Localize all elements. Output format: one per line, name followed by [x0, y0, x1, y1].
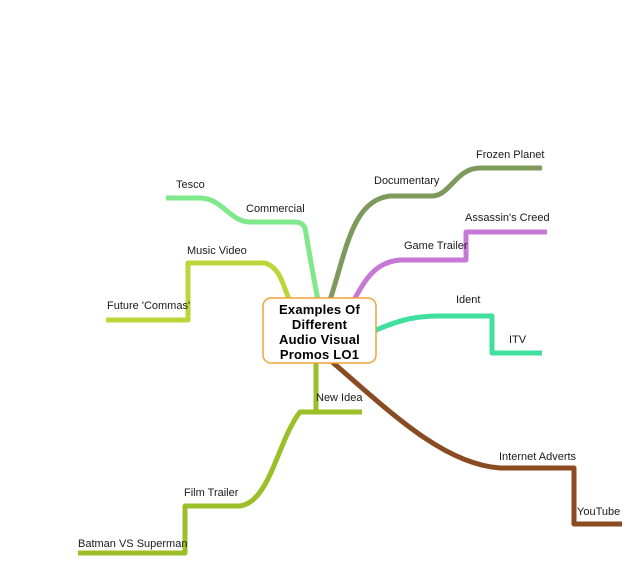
topic-youtube[interactable]: YouTube [577, 506, 620, 518]
topic-tesco[interactable]: Tesco [176, 179, 205, 191]
branch-commercial [166, 195, 321, 301]
central-topic-box[interactable] [262, 297, 377, 364]
topic-batman-vs-superman[interactable]: Batman VS Superman [78, 538, 187, 550]
branch-music-video [106, 260, 293, 323]
topic-commercial[interactable]: Commercial [246, 203, 305, 215]
topic-future-commas[interactable]: Future 'Commas' [107, 300, 190, 312]
topic-game-trailer[interactable]: Game Trailer [404, 240, 468, 252]
topic-internet-adverts[interactable]: Internet Adverts [499, 451, 577, 463]
branch-ident [370, 313, 542, 356]
branch-documentary [327, 165, 542, 301]
topic-ident[interactable]: Ident [456, 294, 480, 306]
central-topic-line-1: Examples Of [279, 302, 360, 317]
topic-music-video[interactable]: Music Video [187, 245, 247, 257]
central-topic-line-4: Promos LO1 [280, 347, 359, 362]
topic-assassins-creed[interactable]: Assassin's Creed [465, 212, 550, 224]
topic-new-idea[interactable]: New Idea [316, 392, 363, 404]
topic-frozen-planet[interactable]: Frozen Planet [476, 149, 544, 161]
branch-internet-adverts [328, 358, 622, 527]
topic-film-trailer[interactable]: Film Trailer [184, 487, 239, 499]
topic-documentary[interactable]: Documentary [374, 175, 440, 187]
central-topic-line-3: Audio Visual [279, 332, 360, 347]
branch-film-trailer [78, 409, 316, 556]
central-topic-line-2: Different [292, 317, 348, 332]
topic-itv[interactable]: ITV [509, 334, 527, 346]
branch-game-trailer [351, 229, 547, 302]
